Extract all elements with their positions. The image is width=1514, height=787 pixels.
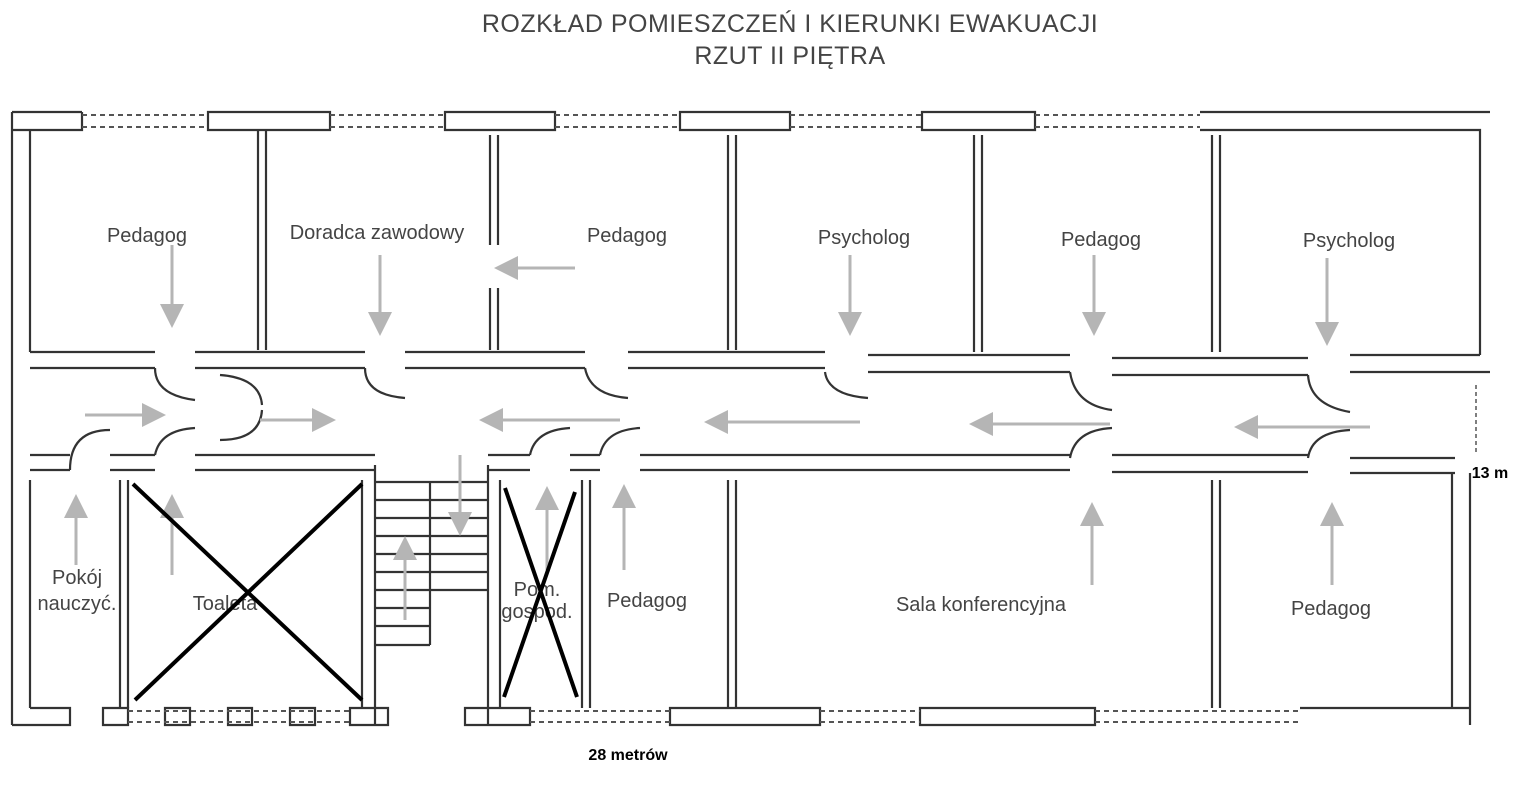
room-pedagog-4: Pedagog xyxy=(607,590,687,612)
room-pedagog-1: Pedagog xyxy=(107,225,187,247)
plan-title: ROZKŁAD POMIESZCZEŃ I KIERUNKI EWAKUACJI xyxy=(481,10,1099,38)
plan-subtitle: RZUT II PIĘTRA xyxy=(694,42,886,70)
walls xyxy=(10,110,1490,727)
room-pokoj-nauczycielski-line1: Pokój xyxy=(52,567,102,589)
room-pedagog-5: Pedagog xyxy=(1291,598,1371,620)
room-pom-gospod-line2: gospod. xyxy=(501,601,572,623)
room-pedagog-2: Pedagog xyxy=(587,225,667,247)
dimension-height: 13 m xyxy=(1472,465,1508,482)
room-pedagog-3: Pedagog xyxy=(1061,229,1141,251)
crossed-out-marks xyxy=(131,482,579,702)
room-pom-gospod-line1: Pom. xyxy=(514,579,561,601)
room-labels: Pedagog Doradca zawodowy Pedagog Psychol… xyxy=(38,222,1396,623)
dimension-width: 28 metrów xyxy=(588,747,668,764)
room-doradca-zawodowy: Doradca zawodowy xyxy=(290,222,465,244)
room-pokoj-nauczycielski-line2: nauczyć. xyxy=(38,593,117,615)
evacuation-arrows xyxy=(64,245,1370,620)
room-psycholog-1: Psycholog xyxy=(818,227,910,249)
room-psycholog-2: Psycholog xyxy=(1303,230,1395,252)
room-sala-konferencyjna: Sala konferencyjna xyxy=(896,594,1067,616)
